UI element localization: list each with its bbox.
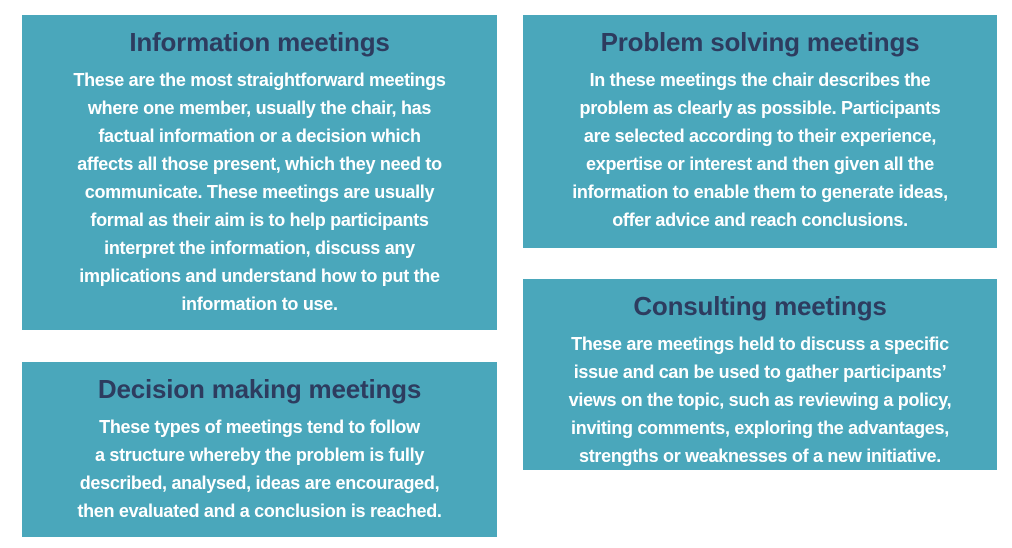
card-title-information-meetings: Information meetings — [129, 27, 390, 57]
card-information-meetings: Information meetings These are the most … — [22, 15, 497, 330]
card-decision-making-meetings: Decision making meetings These types of … — [22, 362, 497, 537]
card-title-problem-solving-meetings: Problem solving meetings — [600, 27, 920, 57]
card-title-consulting-meetings: Consulting meetings — [633, 291, 887, 321]
card-body-consulting-meetings: These are meetings held to discuss a spe… — [568, 334, 952, 466]
card-body-information-meetings: These are the most straightforward meeti… — [73, 70, 446, 314]
card-body-decision-making-meetings: These types of meetings tend to follow a… — [77, 417, 442, 521]
card-consulting-meetings: Consulting meetings These are meetings h… — [523, 279, 997, 470]
card-body-problem-solving-meetings: In these meetings the chair describes th… — [572, 70, 948, 230]
card-title-decision-making-meetings: Decision making meetings — [97, 374, 422, 404]
card-problem-solving-meetings: Problem solving meetings In these meetin… — [523, 15, 997, 248]
